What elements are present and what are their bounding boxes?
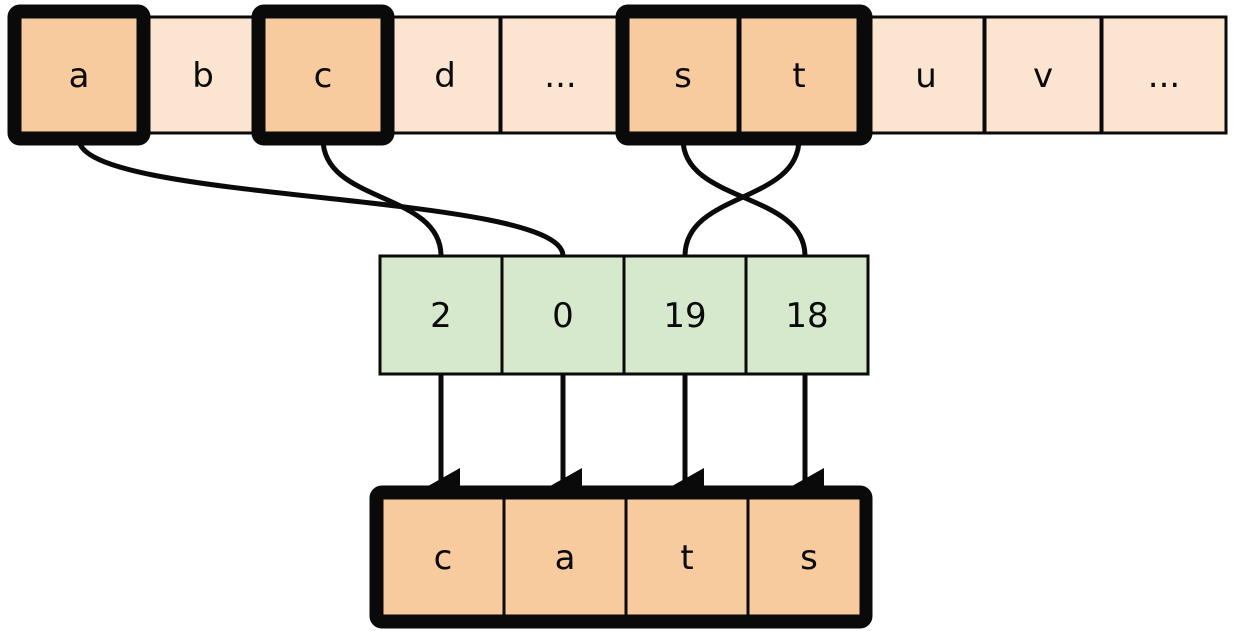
output-cell-0[interactable]: c — [380, 496, 506, 618]
vocab-cell-t[interactable]: t — [738, 15, 860, 135]
vocab-cell-b-box — [146, 15, 260, 135]
vocab-cell-s-label: s — [674, 56, 692, 96]
mapping-edges — [76, 138, 808, 257]
vocab-highlight-frame-2 — [615, 4, 873, 146]
vocab-cell-u-label: u — [915, 56, 937, 96]
vocab-cell-v[interactable]: v — [983, 15, 1103, 135]
index-cell-3-label: 18 — [785, 296, 828, 336]
output-cell-2[interactable]: t — [624, 496, 750, 618]
output-row-frame — [369, 485, 873, 629]
vocab-cell-ellipsis-4-label: ... — [544, 56, 576, 96]
vocab-cell-b-label: b — [192, 56, 214, 96]
vocab-cell-b[interactable]: b — [146, 15, 260, 135]
index-cell-3[interactable]: 18 — [744, 254, 870, 376]
vocabulary-row: a b c d... s t u v... — [18, 15, 1228, 135]
index-cell-1-box — [500, 254, 626, 376]
vocab-cell-ellipsis-4[interactable]: ... — [499, 15, 622, 135]
vocab-cell-s[interactable]: s — [626, 15, 740, 135]
vocab-cell-a[interactable]: a — [18, 15, 140, 135]
vocab-cell-v-label: v — [1033, 56, 1053, 96]
vocab-cell-ellipsis-4-box — [499, 15, 622, 135]
vocab-cell-ellipsis-9-box — [1100, 15, 1228, 135]
output-cell-2-label: t — [680, 538, 693, 578]
vocab-cell-d-label: d — [434, 56, 456, 96]
mapping-edge-a-to-0 — [76, 138, 566, 257]
index-cell-0-label: 2 — [430, 296, 452, 336]
vocab-cell-ellipsis-9[interactable]: ... — [1100, 15, 1228, 135]
vocab-cell-c-box — [262, 15, 384, 135]
index-cell-1-label: 0 — [552, 296, 574, 336]
index-cell-2[interactable]: 19 — [622, 254, 748, 376]
index-cell-0-box — [378, 254, 504, 376]
output-cell-3[interactable]: s — [746, 496, 872, 618]
vocab-cell-c-label: c — [314, 56, 333, 96]
vocab-cell-c[interactable]: c — [262, 15, 384, 135]
vocab-cell-v-box — [983, 15, 1103, 135]
output-cell-3-box — [746, 496, 872, 618]
vocab-cell-ellipsis-9-label: ... — [1148, 56, 1180, 96]
vocab-cell-s-box — [626, 15, 740, 135]
vocab-cell-t-box — [738, 15, 860, 135]
index-cell-2-label: 19 — [663, 296, 706, 336]
mapping-edge-t-to-19 — [682, 138, 802, 257]
index-cell-0[interactable]: 2 — [378, 254, 504, 376]
output-cell-1-label: a — [555, 538, 576, 578]
output-cell-1[interactable]: a — [502, 496, 628, 618]
mapping-edge-c-to-2 — [320, 138, 444, 257]
vocab-cell-t-label: t — [792, 56, 805, 96]
vocab-cell-a-label: a — [69, 56, 90, 96]
output-arrows — [420, 374, 824, 513]
index-cell-2-box — [622, 254, 748, 376]
index-cell-1[interactable]: 0 — [500, 254, 626, 376]
output-cell-3-label: s — [800, 538, 818, 578]
output-cell-0-label: c — [434, 538, 453, 578]
index-cell-3-box — [744, 254, 870, 376]
